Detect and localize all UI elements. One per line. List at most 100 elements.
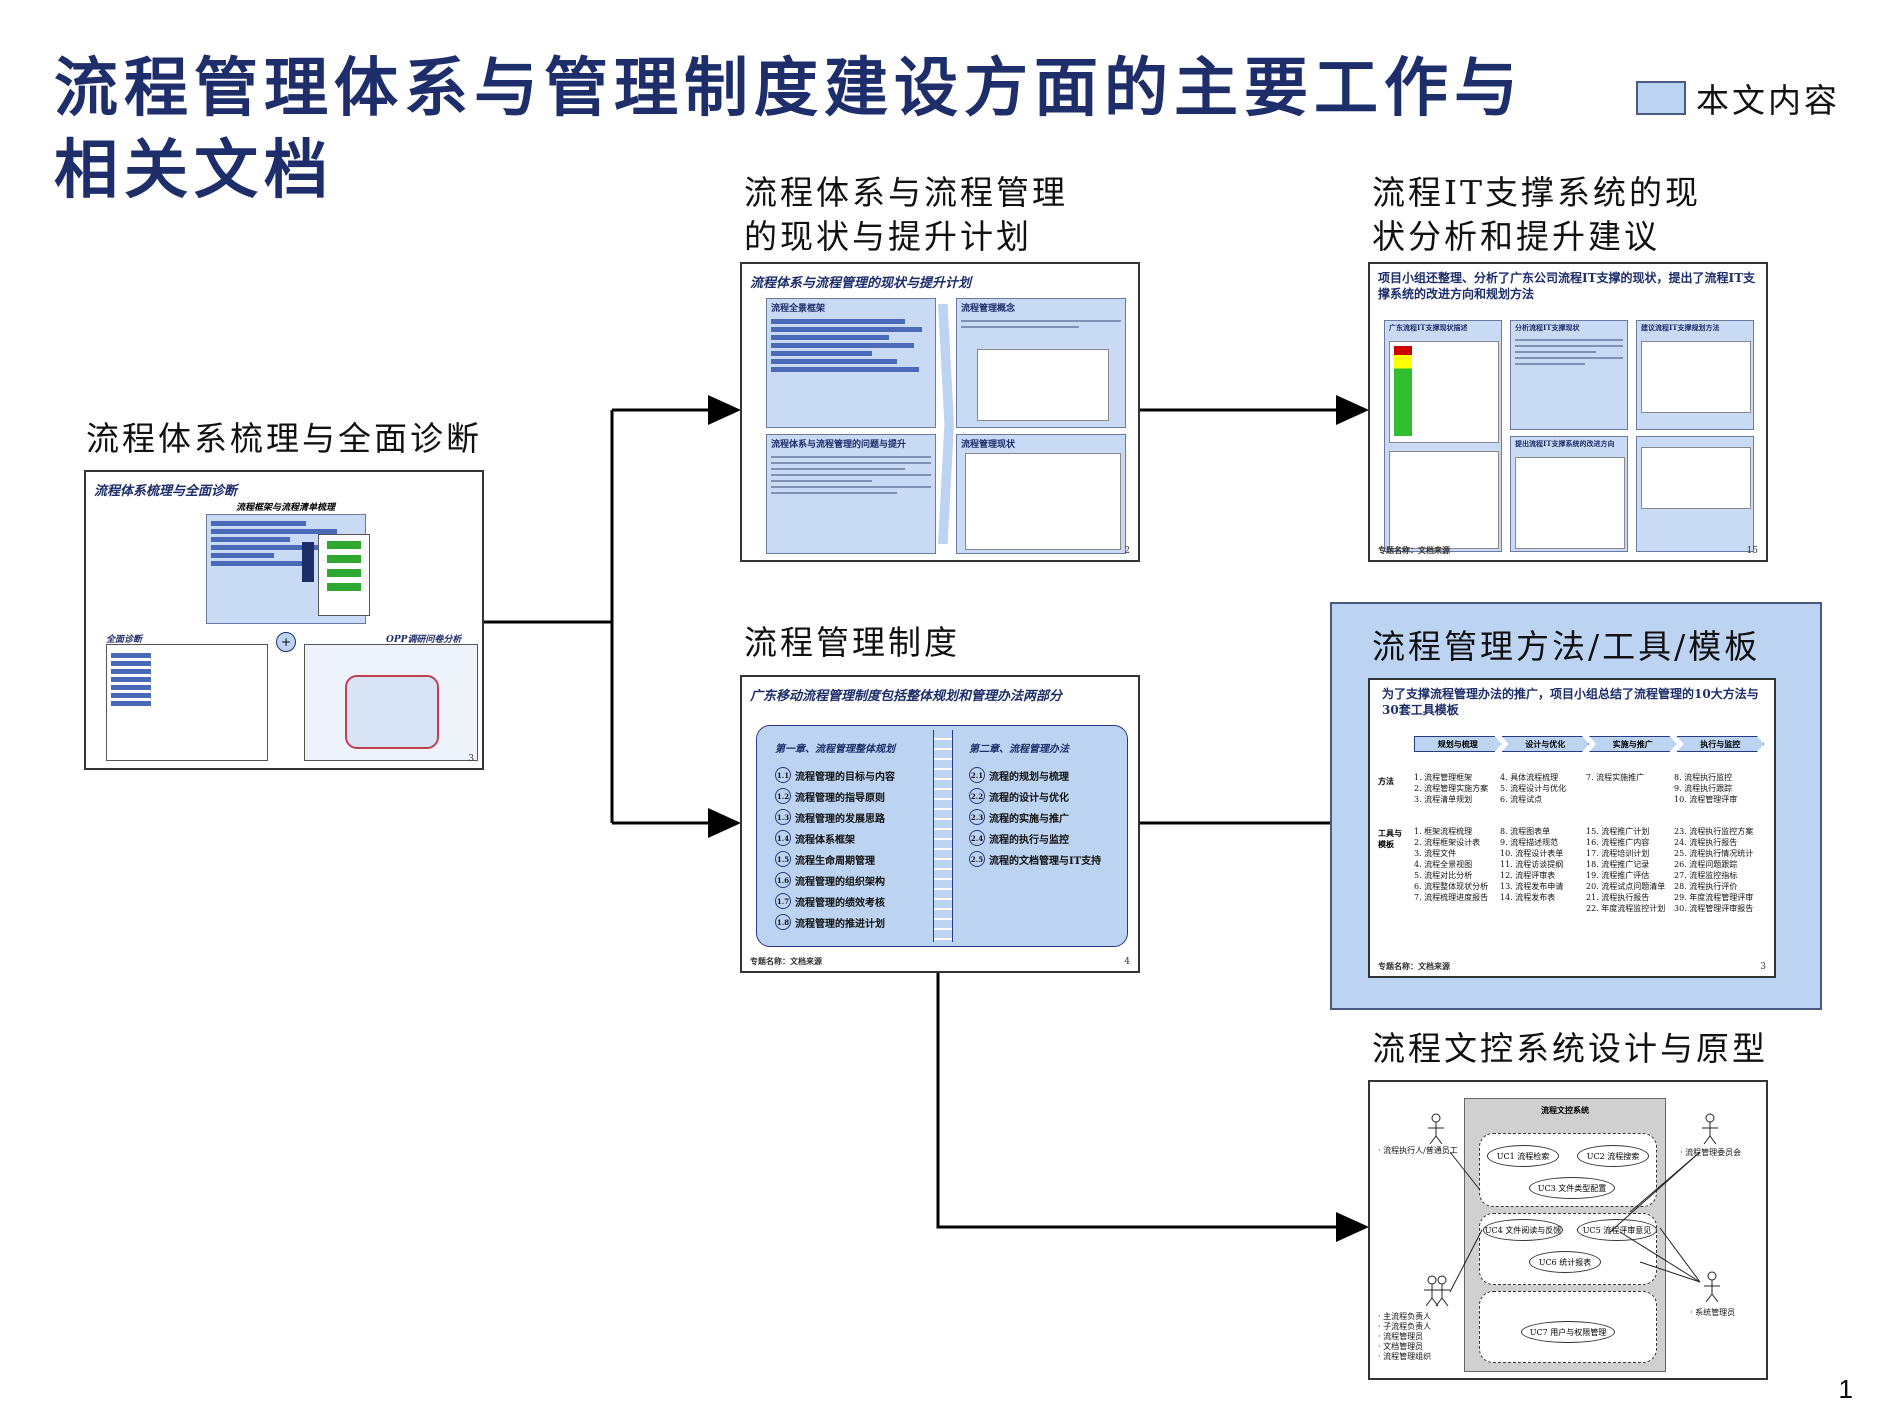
legend-swatch [1636, 81, 1686, 115]
doccontrol-system-title: 流程文控系统 [1541, 1105, 1589, 1115]
actor-left-bottom: · 主流程负责人 · 子流程负责人 · 流程管理员 · 文档管理员 · 流程管理… [1378, 1312, 1432, 1361]
stage-1: 规划与梳理 [1414, 736, 1502, 752]
status-panel-4: 流程管理现状 [956, 434, 1126, 554]
chapter1-title: 第一章、流程管理整体规划 [775, 744, 895, 755]
diagnosis-checklist [318, 534, 370, 616]
chapter2-title: 第二章、流程管理办法 [969, 744, 1069, 755]
notebook-spiral-icon [933, 730, 953, 942]
section-label-it-1: 流程IT支撑系统的现 [1372, 173, 1702, 212]
row2-label: 工具与模板 [1378, 828, 1402, 849]
section-label-status-1: 流程体系与流程管理 [744, 173, 1068, 212]
legend-label: 本文内容 [1696, 81, 1840, 120]
footer-source: 专题名称：文档来源 [1378, 961, 1450, 971]
diagnosis-right-panel-title: OPP调研问卷分析 [386, 635, 462, 645]
thumb-subtitle: 流程框架与流程清单梳理 [236, 503, 336, 513]
section-label-system: 流程管理制度 [744, 623, 960, 662]
diagnosis-arrow-icon [302, 542, 314, 582]
row2-col-3: 15. 流程推广计划 16. 流程推广内容 17. 流程培训计划 18. 流程推… [1586, 827, 1666, 913]
use-case-2[interactable]: UC2 流程搜索 [1577, 1145, 1649, 1167]
section-label-it-2: 状分析和提升建议 [1372, 217, 1660, 256]
row1-col-3: 7. 流程实施推广 [1586, 773, 1645, 782]
doccontrol-system-box: 流程文控系统 UC1 流程检索 UC2 流程搜索 UC3 文件类型配置 UC4 … [1464, 1098, 1666, 1372]
use-case-1[interactable]: UC1 流程检索 [1487, 1145, 1559, 1167]
page-number: 3 [468, 754, 474, 764]
page-number: 15 [1746, 546, 1758, 556]
use-case-4[interactable]: UC4 文件阅读与反馈 [1483, 1219, 1563, 1241]
it-panel-3: 建议流程IT支撑规划方法 [1636, 320, 1754, 430]
it-panel-5 [1636, 436, 1754, 552]
status-panel-1: 流程全景框架 [766, 298, 936, 428]
thumbnail-system[interactable]: 广东移动流程管理制度包括整体规划和管理办法两部分 第一章、流程管理整体规划 1.… [740, 675, 1140, 973]
plus-icon: + [276, 632, 296, 652]
stage-4: 执行与监控 [1676, 736, 1764, 752]
thumb-title: 流程体系梳理与全面诊断 [94, 484, 238, 499]
diagnosis-right-panel [304, 644, 478, 761]
legend: 本文内容 [1636, 74, 1840, 122]
thumbnail-it[interactable]: 项目小组还整理、分析了广东公司流程IT支撑的现状，提出了流程IT支撑系统的改进方… [1368, 262, 1768, 562]
doccontrol-actor-links [1424, 1113, 1720, 1307]
actor-right-top: · 流程管理委员会 [1680, 1148, 1742, 1157]
actor-left-top: · 流程执行人/普通员工 [1378, 1146, 1458, 1155]
thumb-title: 流程体系与流程管理的现状与提升计划 [750, 276, 972, 291]
use-case-3[interactable]: UC3 文件类型配置 [1529, 1177, 1615, 1199]
status-panel-2: 流程管理概念 [956, 298, 1126, 428]
status-panel-3: 流程体系与流程管理的问题与提升 [766, 434, 936, 554]
methods-stage-bar: 规划与梳理 设计与优化 实施与推广 执行与监控 [1414, 736, 1764, 752]
use-case-7[interactable]: UC7 用户与权限管理 [1521, 1321, 1615, 1343]
footer-source: 专题名称：文档来源 [1378, 545, 1450, 555]
footer-source: 专题名称：文档来源 [750, 956, 822, 966]
thumb-title: 项目小组还整理、分析了广东公司流程IT支撑的现状，提出了流程IT支撑系统的改进方… [1378, 271, 1756, 301]
slide-number: 1 [1838, 1374, 1853, 1404]
thumbnail-status[interactable]: 流程体系与流程管理的现状与提升计划 流程全景框架 流程管理概念 流程体系与流程管… [740, 262, 1140, 562]
page-number: 2 [1124, 546, 1130, 556]
page-title: 流程管理体系与管理制度建设方面的主要工作与相关文档 [54, 51, 1524, 208]
status-chevron-icon [938, 304, 954, 544]
thumbnail-methods[interactable]: 为了支撑流程管理办法的推广，项目小组总结了流程管理的10大方法与30套工具模板 … [1368, 678, 1776, 978]
thumb-title: 为了支撑流程管理办法的推广，项目小组总结了流程管理的10大方法与30套工具模板 [1382, 687, 1759, 717]
row2-col-2: 8. 流程图表单 9. 流程描述规范 10. 流程设计表单 11. 流程访谈提纲… [1500, 827, 1564, 902]
diagnosis-web-chart [345, 675, 439, 749]
thumbnail-doccontrol[interactable]: 流程文控系统 UC1 流程检索 UC2 流程搜索 UC3 文件类型配置 UC4 … [1368, 1080, 1768, 1380]
row2-col-4: 23. 流程执行监控方案 24. 流程执行报告 25. 流程执行情况统计 26.… [1674, 827, 1754, 913]
it-panel-4: 提出流程IT支撑系统的改进方向 [1510, 436, 1628, 552]
it-panel-1: 广东流程IT支撑现状描述 [1384, 320, 1502, 552]
diagnosis-left-panel-title: 全面诊断 [106, 635, 143, 645]
stage-3: 实施与推广 [1589, 736, 1677, 752]
page-number: 4 [1124, 957, 1130, 967]
diagnosis-left-panel [106, 644, 268, 761]
section-label-status-2: 的现状与提升计划 [744, 217, 1032, 256]
thumbnail-diagnosis[interactable]: 流程体系梳理与全面诊断 流程框架与流程清单梳理 + 全面诊断 OPP调研问卷分析… [84, 470, 484, 770]
thumb-title: 广东移动流程管理制度包括整体规划和管理办法两部分 [750, 689, 1063, 704]
row2-col-1: 1. 框架流程梳理 2. 流程框架设计表 3. 流程文件 4. 流程全景视图 5… [1414, 827, 1489, 902]
row1-col-1: 1. 流程管理框架 2. 流程管理实施方案 3. 流程清单规划 [1414, 773, 1489, 804]
section-label-doccontrol: 流程文控系统设计与原型 [1372, 1029, 1768, 1068]
it-panel-2: 分析流程IT支撑现状 [1510, 320, 1628, 430]
row1-label: 方法 [1378, 776, 1394, 786]
use-case-5[interactable]: UC5 流程评审意见 [1577, 1219, 1657, 1241]
use-case-6[interactable]: UC6 统计报表 [1529, 1251, 1601, 1273]
row1-col-4: 8. 流程执行监控 9. 流程执行跟踪 10. 流程管理评审 [1674, 773, 1738, 804]
section-label-methods: 流程管理方法/工具/模板 [1372, 627, 1761, 666]
actor-right-bottom: · 系统管理员 [1690, 1308, 1736, 1317]
section-label-diagnosis: 流程体系梳理与全面诊断 [86, 419, 482, 458]
row1-col-2: 4. 具体流程梳理 5. 流程设计与优化 6. 流程试点 [1500, 773, 1567, 804]
page-number: 3 [1760, 962, 1766, 972]
arrow-to-doccontrol [936, 973, 1369, 1242]
